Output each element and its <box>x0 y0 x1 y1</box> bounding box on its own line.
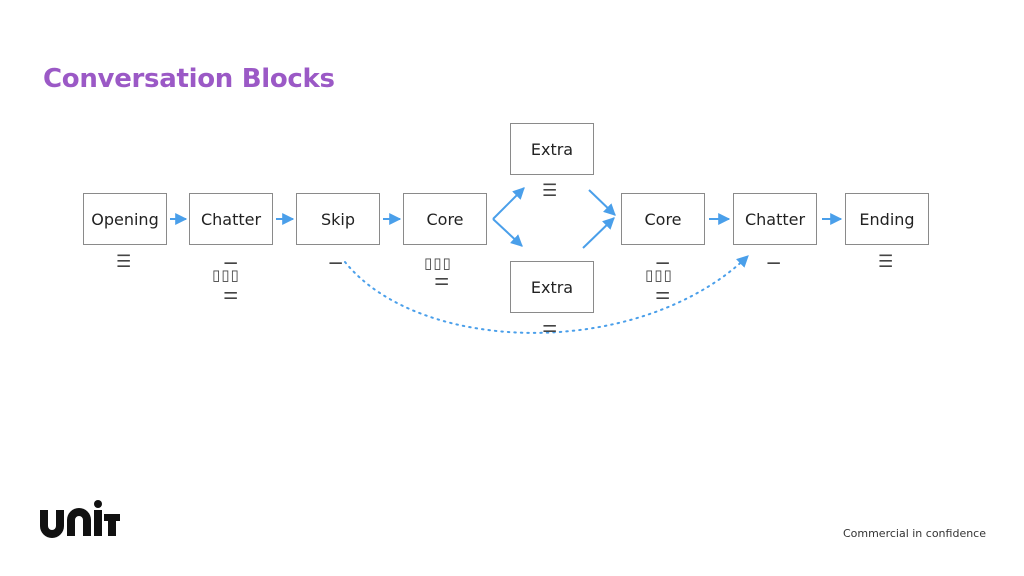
boxes-icon: ▯▯▯ <box>212 266 240 284</box>
node-opening: Opening <box>83 193 167 245</box>
unit-logo <box>40 500 120 538</box>
arrow-skip-dotted <box>344 255 749 334</box>
lines-icon: ☰ <box>542 181 559 201</box>
node-chatter-2: Chatter <box>733 193 817 245</box>
footer-confidentiality: Commercial in confidence <box>842 527 986 540</box>
node-chatter-1: Chatter <box>189 193 273 245</box>
page-title: Conversation Blocks <box>43 64 335 94</box>
dash-icon: ⚌ <box>434 270 451 290</box>
dash-icon: ⚌ <box>542 317 559 337</box>
boxes-icon: ▯▯▯ <box>424 254 452 272</box>
node-skip: Skip <box>296 193 380 245</box>
dash-icon: ⚌ <box>223 284 240 304</box>
lines-icon: ☰ <box>878 252 895 272</box>
node-ending: Ending <box>845 193 929 245</box>
dash-icon: ⚊ <box>766 249 783 269</box>
dash-icon: ⚊ <box>328 249 345 269</box>
node-core-2: Core <box>621 193 705 245</box>
boxes-icon: ▯▯▯ <box>645 266 673 284</box>
arrow-extra-bottom-core <box>582 217 615 249</box>
node-extra-top: Extra <box>510 123 594 175</box>
dash-icon: ⚊ <box>223 249 240 269</box>
node-extra-bottom: Extra <box>510 261 594 313</box>
arrow-core-extra-bottom <box>492 218 523 247</box>
arrow-core-extra-top <box>492 187 525 220</box>
arrow-extra-top-core <box>588 189 616 216</box>
dash-icon: ⚊ <box>655 249 672 269</box>
dash-icon: ⚌ <box>655 284 672 304</box>
lines-icon: ☰ <box>116 252 133 272</box>
node-core-1: Core <box>403 193 487 245</box>
